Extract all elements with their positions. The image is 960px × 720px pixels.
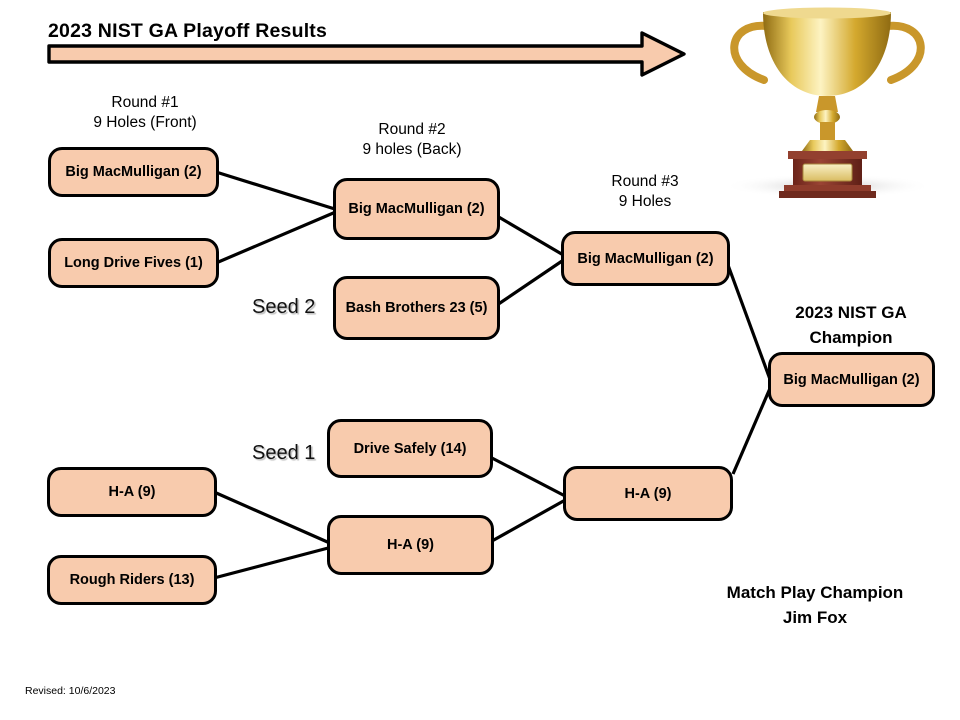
trophy-handle-left xyxy=(730,21,771,84)
connector-line xyxy=(496,257,566,307)
team-box-upper-r3-winner: Big MacMulligan (2) xyxy=(561,231,730,286)
team-box-upper-r2-seed: Bash Brothers 23 (5) xyxy=(333,276,500,340)
trophy-handle-right xyxy=(884,21,925,84)
team-box-upper-r1-team2: Long Drive Fives (1) xyxy=(48,238,219,288)
round2-label-line2: 9 holes (Back) xyxy=(362,141,462,159)
round1-label-line2: 9 Holes (Front) xyxy=(93,114,197,132)
team-box-upper-r1-team1: Big MacMulligan (2) xyxy=(48,147,219,197)
connector-line xyxy=(213,545,333,580)
seed2-label: Seed 2 xyxy=(252,296,316,318)
match-play-line2: Jim Fox xyxy=(782,607,848,627)
trophy-rim xyxy=(763,7,891,19)
team-box-lower-r1-team2: Rough Riders (13) xyxy=(47,555,217,605)
round3-label-line1: Round #3 xyxy=(611,173,679,190)
connector-line xyxy=(215,170,339,212)
connector-lines-lower xyxy=(213,385,773,580)
round1-label-line1: Round #1 xyxy=(111,94,179,111)
trophy-cup xyxy=(763,12,891,96)
trophy-icon xyxy=(723,7,933,198)
trophy-stem xyxy=(816,96,838,112)
page-title: 2023 NIST GA Playoff Results xyxy=(48,20,328,42)
connector-lines-upper xyxy=(215,170,773,383)
team-box-upper-r2-winner: Big MacMulligan (2) xyxy=(333,178,500,240)
connector-line xyxy=(726,264,773,383)
trophy-base-mid xyxy=(784,185,871,191)
round1-label: Round #1 9 Holes (Front) xyxy=(55,93,235,133)
team-box-champion: Big MacMulligan (2) xyxy=(768,352,935,407)
connector-line xyxy=(496,214,566,258)
team-box-lower-r2-seed: Drive Safely (14) xyxy=(327,419,493,478)
title-arrow xyxy=(47,31,686,77)
trophy-plaque xyxy=(802,163,853,182)
trophy-base-bottom xyxy=(779,191,876,198)
champion-title-label: 2023 NIST GA Champion xyxy=(765,301,937,350)
champion-title-line2: Champion xyxy=(809,327,893,347)
champion-title-line1: 2023 NIST GA xyxy=(795,303,907,322)
round2-label: Round #2 9 holes (Back) xyxy=(322,120,502,160)
connector-line xyxy=(491,497,568,543)
trophy-base-cap xyxy=(788,151,867,159)
trophy-knob xyxy=(814,110,840,124)
round3-label-line2: 9 Holes xyxy=(618,193,672,211)
connector-line xyxy=(489,455,568,499)
team-box-lower-r2-winner: H-A (9) xyxy=(327,515,494,575)
round3-label: Round #3 9 Holes xyxy=(555,172,735,212)
round2-label-line1: Round #2 xyxy=(378,121,446,138)
team-box-lower-r1-team1: H-A (9) xyxy=(47,467,217,517)
connector-line xyxy=(215,209,339,265)
connector-line xyxy=(731,385,773,475)
match-play-line1: Match Play Champion xyxy=(726,583,904,602)
connector-line xyxy=(213,490,333,546)
trophy-flare xyxy=(802,140,853,151)
seed1-label: Seed 1 xyxy=(252,442,316,464)
trophy-column xyxy=(820,122,835,140)
revised-date: Revised: 10/6/2023 xyxy=(25,685,116,697)
team-box-lower-r3-winner: H-A (9) xyxy=(563,466,733,521)
match-play-champion-label: Match Play Champion Jim Fox xyxy=(685,581,945,630)
